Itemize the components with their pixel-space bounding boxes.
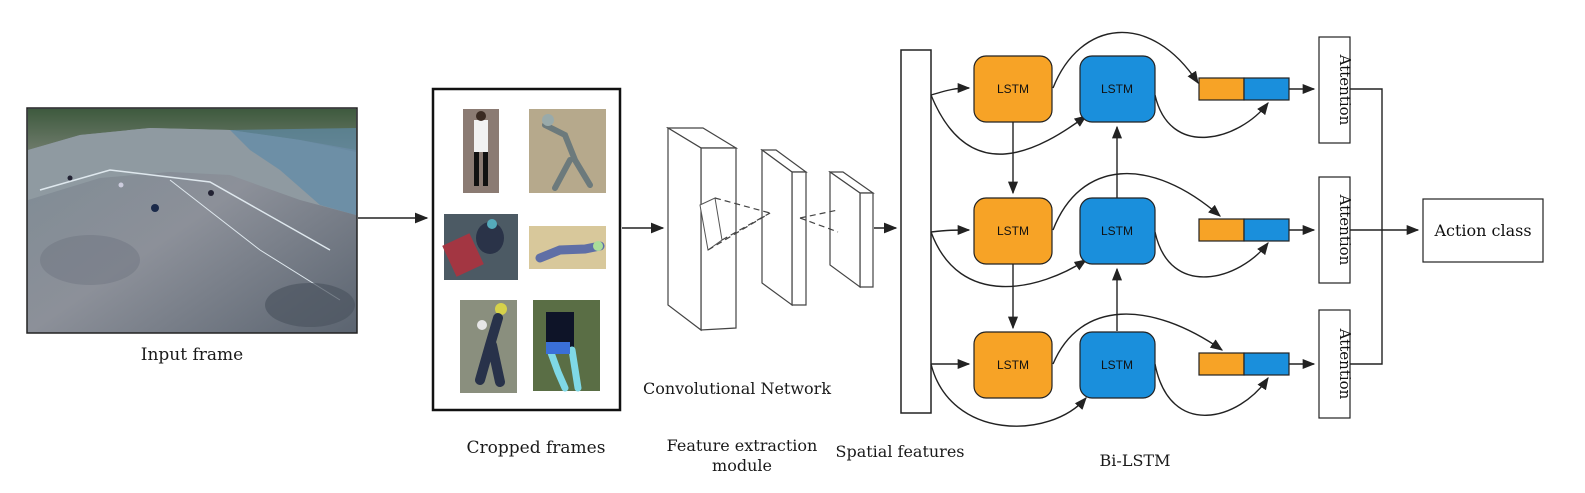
- cnn-projection-lines: [707, 197, 839, 251]
- backward-lstm-1: [1079, 55, 1156, 123]
- cropped-frames-label: Cropped frames: [467, 438, 606, 458]
- forward-lstm-3-label: LSTM: [997, 358, 1029, 372]
- backward-lstm-1-label: LSTM: [1101, 82, 1133, 96]
- concat-backward-2: [1243, 218, 1290, 242]
- forward-lstm-1-label: LSTM: [997, 82, 1029, 96]
- backward-lstm-2-label: LSTM: [1101, 224, 1133, 238]
- concat-forward-3: [1198, 352, 1245, 376]
- feature-extraction-label-2: module: [712, 456, 772, 475]
- crop-thumbnail: [529, 109, 606, 193]
- spatial-features-bar: [900, 49, 932, 414]
- concat-forward-1: [1198, 77, 1245, 101]
- attention-box-2: [1318, 176, 1351, 284]
- concat-backward-1: [1243, 77, 1290, 101]
- crop-thumbnail: [442, 214, 518, 280]
- forward-lstm-3: [973, 331, 1053, 399]
- convolutional-network-label: Convolutional Network: [643, 379, 831, 398]
- forward-lstm-2-label: LSTM: [997, 224, 1029, 238]
- forward-lstm-1: [973, 55, 1053, 123]
- spatial-features-label: Spatial features: [835, 442, 964, 461]
- crop-thumbnail: [533, 300, 600, 392]
- backward-lstm-3: [1079, 331, 1156, 399]
- backward-lstm-3-label: LSTM: [1101, 358, 1133, 372]
- bi-lstm-label: Bi-LSTM: [1100, 451, 1171, 470]
- attention-label-2: Attention: [1336, 194, 1354, 266]
- attention-box-1: [1318, 36, 1351, 144]
- attention-label-3: Attention: [1336, 328, 1354, 400]
- input-frame-image: [26, 107, 358, 334]
- forward-lstm-2: [973, 197, 1053, 265]
- crop-thumbnail: [529, 226, 606, 269]
- backward-lstm-2: [1079, 197, 1156, 265]
- concat-forward-2: [1198, 218, 1245, 242]
- cnn-block-2: [760, 148, 808, 307]
- attention-box-3: [1318, 309, 1351, 419]
- bilstm-connections: [930, 31, 1420, 427]
- input-frame-label: Input frame: [141, 345, 243, 365]
- cnn-block-3: [828, 170, 875, 289]
- crop-thumbnail: [463, 109, 499, 193]
- cnn-block-1: [665, 126, 739, 332]
- concat-backward-3: [1243, 352, 1290, 376]
- attention-label-1: Attention: [1336, 54, 1354, 126]
- crop-thumbnail: [460, 300, 517, 393]
- feature-extraction-label-1: Feature extraction: [667, 436, 818, 455]
- action-class-box: [1422, 198, 1544, 263]
- action-class-label: Action class: [1433, 221, 1531, 240]
